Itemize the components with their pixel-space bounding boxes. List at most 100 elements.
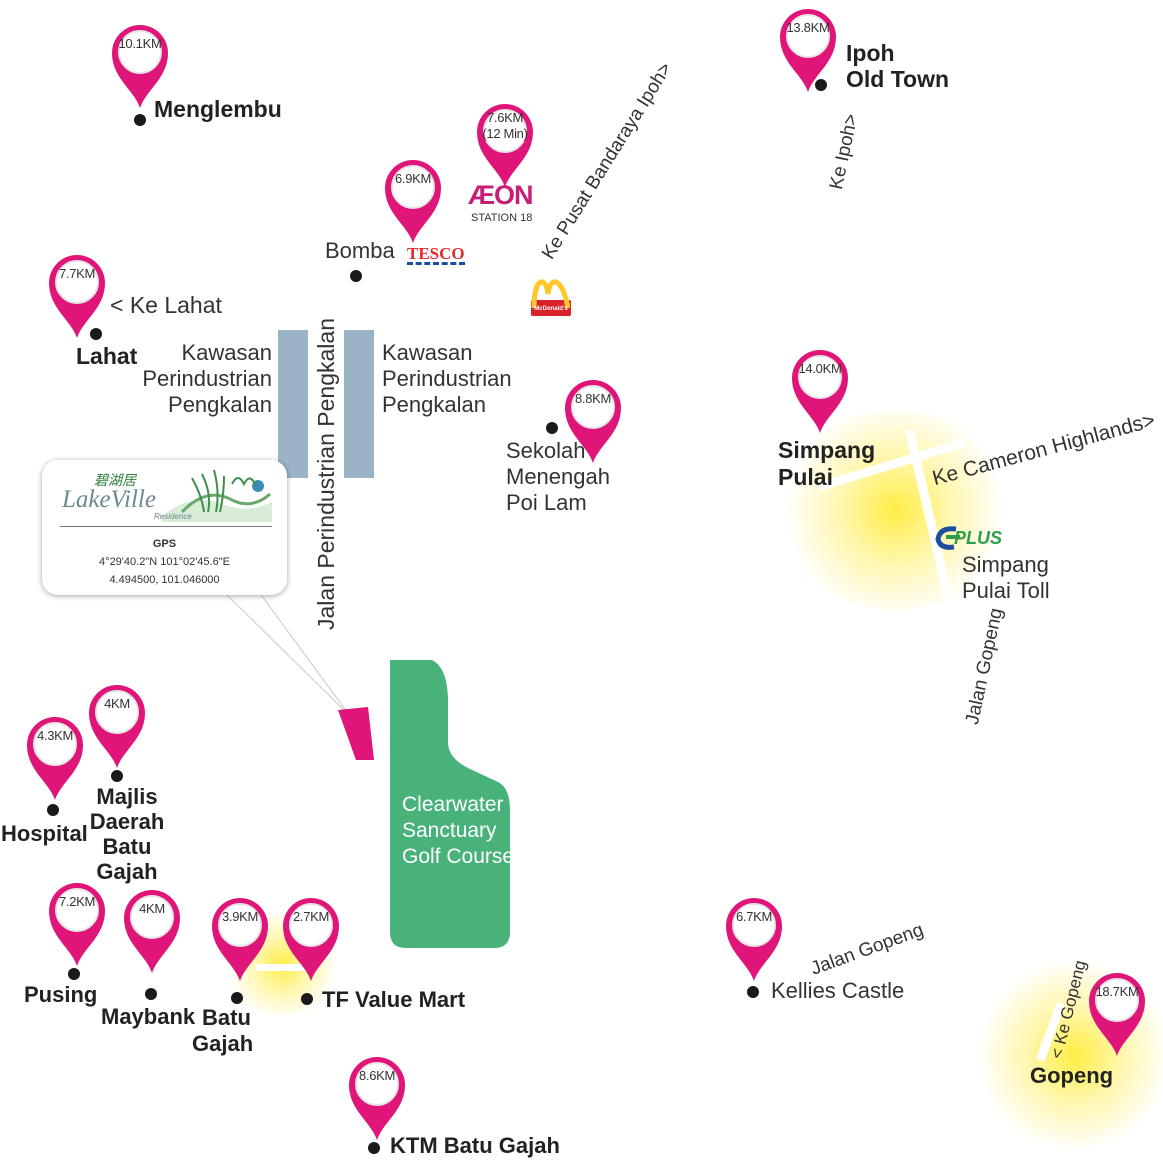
pin-lahat[interactable]: 7.7KM — [45, 250, 109, 340]
ktm-dot — [368, 1142, 380, 1154]
pin-sekolah[interactable]: 8.8KM — [561, 375, 625, 465]
hospital-dot — [47, 804, 59, 816]
golf-line-2: Sanctuary — [402, 819, 497, 842]
pin-distance-label: 18.7KM — [1095, 984, 1139, 999]
industrial-area-right-strip — [344, 330, 374, 478]
pin-distance-label: 4KM — [104, 696, 130, 711]
map-pin-icon — [792, 350, 848, 433]
map-pin-icon — [212, 898, 268, 981]
pin-distance-label: 7.6KM(12 Min) — [473, 110, 537, 142]
map-pin-icon — [780, 9, 836, 92]
pin-menglembu[interactable]: 10.1KM — [108, 20, 172, 110]
simpang-pulai-glow — [775, 410, 1015, 610]
pin-tesco[interactable]: 6.9KM — [381, 155, 445, 245]
ipoh-label-line2: Old Town — [846, 66, 950, 92]
pin-batu-gajah[interactable]: 3.9KM — [208, 893, 272, 983]
simpang-pulai-label: Simpang Pulai — [778, 437, 875, 491]
mcdonalds-logo: McDonald's — [528, 274, 574, 318]
map-pin-icon — [283, 898, 339, 981]
gps-dms: 4°29'40.2"N 101°02'45.6"E — [99, 556, 230, 568]
tesco-logo: TESCO — [407, 244, 465, 265]
simpang-pulai-line2: Pulai — [778, 464, 833, 490]
gps-decimal: 4.494500, 101.046000 — [109, 574, 220, 586]
mcdonalds-arches-icon — [531, 279, 571, 316]
pin-distance-label: 2.7KM — [292, 909, 330, 924]
jalan-perindustrian-label: Jalan Perindustrian Pengkalan — [313, 318, 339, 630]
simpang-pulai-line1: Simpang — [778, 437, 876, 463]
kawasan-left-line3: Pengkalan — [168, 392, 272, 417]
tf-value-mart-label: TF Value Mart — [322, 987, 466, 1012]
pin-distance-label: 7.7KM — [58, 266, 96, 281]
pin-kellies-castle[interactable]: 6.7KM — [722, 893, 786, 983]
pin-majlis[interactable]: 4KM — [85, 680, 149, 770]
majlis-line4: Gajah — [96, 859, 158, 884]
pin-distance-label: 10.1KM — [118, 36, 162, 51]
lakeville-brand-sub: Residence — [154, 512, 192, 521]
toll-line1: Simpang — [962, 552, 1049, 577]
sekolah-label: Sekolah Menengah Poi Lam — [506, 438, 610, 516]
pin-distance-label: 4.3KM — [36, 728, 74, 743]
map-pin-icon — [49, 883, 105, 966]
majlis-line1: Majlis — [96, 784, 158, 809]
kawasan-right-line1: Kawasan — [382, 340, 473, 365]
bomba-label: Bomba — [325, 238, 395, 263]
pin-distance-label: 14.0KM — [798, 361, 842, 376]
plus-logo: PLUS — [934, 525, 1004, 553]
kellies-castle-label: Kellies Castle — [771, 978, 905, 1003]
majlis-label: Majlis Daerah Batu Gajah — [86, 784, 168, 884]
majlis-line3: Batu — [102, 834, 152, 859]
batu-gajah-dot — [231, 992, 243, 1004]
map-pin-icon — [385, 160, 441, 243]
map-pin-icon — [27, 717, 83, 800]
lakeville-brand: LakeVille — [62, 486, 156, 513]
batu-gajah-line1: Batu — [202, 1005, 251, 1030]
map-pin-icon — [565, 380, 621, 463]
pin-aeon[interactable]: 7.6KM(12 Min) — [473, 99, 537, 189]
aeon-logo: ÆON — [468, 180, 533, 210]
map-pin-icon — [112, 25, 168, 108]
kawasan-right-label: Kawasan Perindustrian Pengkalan — [382, 340, 512, 418]
simpang-pulai-toll-label: Simpang Pulai Toll — [962, 552, 1050, 604]
majlis-line2: Daerah — [89, 809, 165, 834]
golf-course-shape — [390, 660, 510, 948]
sekolah-line1: Sekolah — [506, 438, 586, 463]
golf-course-label: Clearwater Sanctuary Golf Course — [402, 792, 514, 870]
pusing-dot — [68, 968, 80, 980]
pin-ktm[interactable]: 8.6KM — [345, 1052, 409, 1142]
pin-distance-label: 3.9KM — [221, 909, 259, 924]
ke-lahat-label: < Ke Lahat — [110, 292, 222, 318]
kawasan-right-line3: Pengkalan — [382, 392, 486, 417]
pin-hospital[interactable]: 4.3KM — [23, 712, 87, 802]
golf-line-1: Clearwater — [402, 793, 504, 816]
industrial-area-left-strip — [278, 330, 308, 478]
pin-simpang-pulai[interactable]: 14.0KM — [788, 345, 852, 435]
kawasan-left-line1: Kawasan — [181, 340, 272, 365]
pin-distance-label: 6.9KM — [394, 171, 432, 186]
map-pin-icon — [1089, 973, 1145, 1056]
sekolah-line3: Poi Lam — [506, 490, 587, 515]
pin-time-label: (12 Min) — [482, 126, 528, 141]
gopeng-label: Gopeng — [1030, 1063, 1114, 1088]
pin-gopeng[interactable]: 18.7KM — [1085, 968, 1149, 1058]
pin-pusing[interactable]: 7.2KM — [45, 878, 109, 968]
map-pin-icon — [89, 685, 145, 768]
pin-maybank[interactable]: 4KM — [120, 885, 184, 975]
maybank-label: Maybank — [101, 1004, 196, 1029]
ke-pusat-label: Ke Pusat Bandaraya Ipoh> — [538, 58, 677, 264]
menglembu-label: Menglembu — [154, 96, 282, 122]
kawasan-left-label: Kawasan Perindustrian Pengkalan — [140, 340, 272, 418]
pusing-label: Pusing — [24, 982, 98, 1007]
lakeville-callout[interactable]: 碧湖居 LakeVille Residence GPS 4°29'40.2"N … — [42, 460, 287, 595]
pin-ipoh-old-town[interactable]: 13.8KM — [776, 4, 840, 94]
callout-pointer — [218, 587, 374, 760]
map-pin-icon — [726, 898, 782, 981]
kawasan-right-line2: Perindustrian — [382, 366, 512, 391]
batu-gajah-label: Batu Gajah — [192, 1005, 253, 1057]
pin-tf-value-mart[interactable]: 2.7KM — [279, 893, 343, 983]
kellies-castle-dot — [747, 986, 759, 998]
batu-gajah-line2: Gajah — [192, 1031, 254, 1056]
ipoh-dot — [815, 79, 827, 91]
ktm-label: KTM Batu Gajah — [390, 1133, 560, 1158]
pin-distance-label: 13.8KM — [786, 20, 830, 35]
batu-gajah-road — [255, 964, 315, 971]
